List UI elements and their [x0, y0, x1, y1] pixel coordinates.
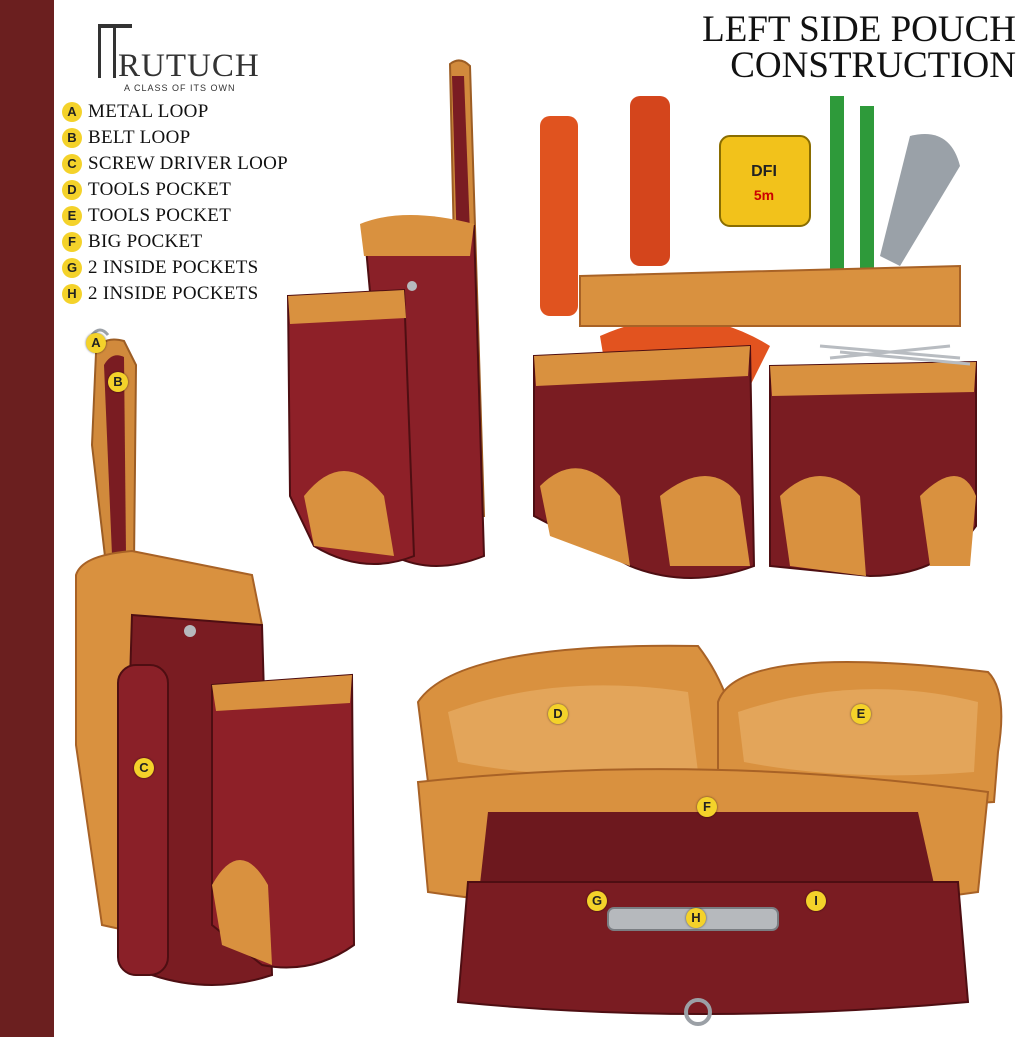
legend-badge: A [62, 102, 82, 122]
page-title: LEFT SIDE POUCH CONSTRUCTION [702, 9, 1016, 86]
feature-legend: A METAL LOOP B BELT LOOP C SCREW DRIVER LOO… [62, 99, 288, 307]
legend-badge: G [62, 258, 82, 278]
marker-i: I [806, 891, 826, 911]
legend-item: A METAL LOOP [62, 99, 288, 125]
legend-item: B BELT LOOP [62, 125, 288, 151]
legend-label: TOOLS POCKET [88, 205, 232, 226]
legend-item: C SCREW DRIVER LOOP [62, 151, 288, 177]
pouch-top-view-photo [416, 644, 1003, 1026]
brand-name: RUTUCH [118, 48, 260, 84]
title-line-1: LEFT SIDE POUCH [702, 9, 1016, 50]
legend-label: BIG POCKET [88, 231, 203, 252]
marker-a: A [86, 333, 106, 353]
legend-label: 2 INSIDE POCKETS [88, 283, 259, 304]
marker-h: H [686, 908, 706, 928]
tape-size: 5m [754, 187, 774, 203]
legend-badge: H [62, 284, 82, 304]
pouch-front-with-tools-photo: DFI 5m [533, 96, 977, 579]
legend-item: G 2 INSIDE POCKETS [62, 255, 288, 281]
pouch-angle-view-photo [286, 59, 486, 567]
legend-item: H 2 INSIDE POCKETS [62, 281, 288, 307]
legend-badge: F [62, 232, 82, 252]
legend-badge: C [62, 154, 82, 174]
legend-badge: E [62, 206, 82, 226]
pouch-side-view-photo [75, 328, 356, 986]
brand-logo: RUTUCH A CLASS OF ITS OWN [96, 22, 272, 96]
logo-t-mark [98, 24, 132, 78]
marker-c: C [134, 758, 154, 778]
legend-label: 2 INSIDE POCKETS [88, 257, 259, 278]
brand-tagline: A CLASS OF ITS OWN [124, 83, 236, 93]
legend-badge: B [62, 128, 82, 148]
marker-e: E [851, 704, 871, 724]
marker-f: F [697, 797, 717, 817]
legend-label: SCREW DRIVER LOOP [88, 153, 289, 174]
legend-label: TOOLS POCKET [88, 179, 232, 200]
legend-item: F BIG POCKET [62, 229, 288, 255]
legend-item: E TOOLS POCKET [62, 203, 288, 229]
title-line-2: CONSTRUCTION [730, 45, 1016, 86]
marker-d: D [548, 704, 568, 724]
tape-brand: DFI [751, 163, 777, 180]
legend-badge: D [62, 180, 82, 200]
legend-label: METAL LOOP [88, 101, 209, 122]
marker-g: G [587, 891, 607, 911]
marker-b: B [108, 372, 128, 392]
legend-item: D TOOLS POCKET [62, 177, 288, 203]
sidebar-stripe [0, 0, 54, 1037]
legend-label: BELT LOOP [88, 127, 191, 148]
